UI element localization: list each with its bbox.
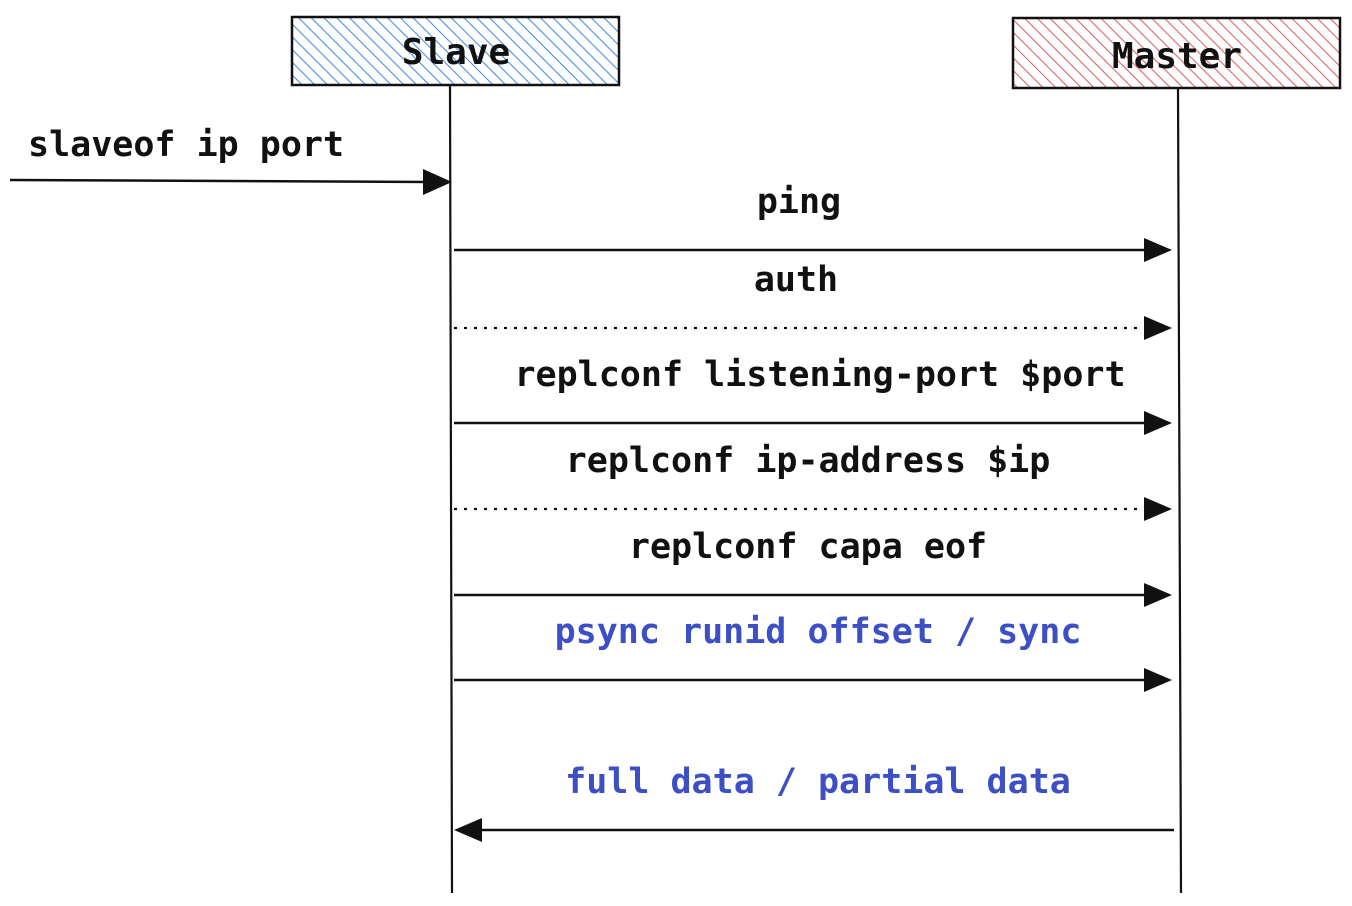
message-label: replconf listening-port $port (514, 355, 1125, 395)
message-arrowhead (1144, 583, 1172, 607)
master-lifeline (1176, 87, 1183, 894)
message-label: replconf capa eof (629, 527, 987, 567)
trigger-label: slaveof ip port (28, 125, 344, 165)
message-list: ping auth replconf listening-port $port rep… (454, 182, 1174, 842)
trigger-arrow-line (9, 178, 431, 184)
message-arrowhead (1144, 411, 1172, 435)
message-label: psync runid offset / sync (555, 612, 1082, 652)
slave-actor-hatch (290, 15, 621, 87)
message-2: auth (454, 260, 1172, 340)
trigger-message: slaveof ip port (9, 125, 452, 195)
message-arrowhead (1144, 238, 1172, 262)
message-label: replconf ip-address $ip (566, 441, 1051, 481)
master-actor-hatch (1011, 16, 1342, 90)
message-label: ping (757, 182, 841, 222)
message-5: replconf capa eof (454, 527, 1172, 607)
message-1: ping (454, 182, 1172, 262)
master-actor: Master (1011, 16, 1342, 90)
slave-actor-label: Slave (402, 32, 510, 73)
slave-actor: Slave (290, 15, 621, 87)
message-arrowhead (1144, 497, 1172, 521)
message-7: full data / partial data (454, 762, 1174, 842)
message-arrowhead (1144, 668, 1172, 692)
message-3: replconf listening-port $port (454, 355, 1172, 435)
master-actor-label: Master (1112, 36, 1242, 77)
message-arrowhead (454, 818, 482, 842)
message-4: replconf ip-address $ip (454, 441, 1172, 521)
slave-lifeline (448, 84, 454, 894)
message-6: psync runid offset / sync (454, 612, 1172, 692)
message-label: auth (754, 260, 838, 300)
message-label: full data / partial data (565, 762, 1071, 802)
message-arrowhead (1144, 316, 1172, 340)
trigger-arrowhead (423, 169, 452, 195)
